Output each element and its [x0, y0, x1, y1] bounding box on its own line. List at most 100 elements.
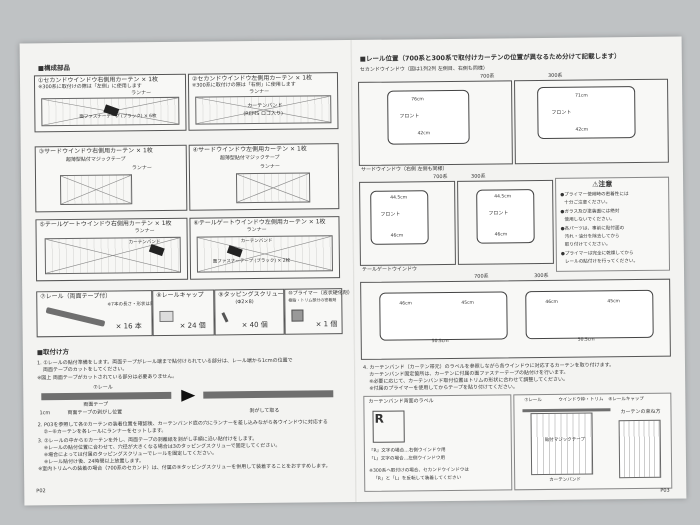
second-dim-4: 42cm	[575, 127, 589, 133]
label-line: 「L」文字の場合…左側ウインドウ用	[368, 456, 446, 462]
front-label: フロント	[399, 113, 420, 120]
second-300-drawing: 71cm 42cm フロント	[514, 78, 669, 165]
cut-label: 両面テープの剥がし位置	[67, 409, 123, 416]
install-step1: 1. ①レールの貼付準備をします。両面テープがレール端まで貼付けられている部分は…	[36, 357, 293, 367]
p7-title: ⑦レール（両面テープ付）	[40, 292, 112, 301]
components-heading: ■構成部品	[37, 63, 71, 73]
caution-title: ⚠注意	[592, 180, 613, 189]
tail-dim: 45cm	[607, 299, 620, 305]
third-dim-2: 46cm	[390, 233, 404, 239]
install-heading: ■取付け方	[36, 347, 70, 357]
second-car-300: 300系	[547, 72, 563, 79]
c2-band: カーテンバンド	[247, 102, 283, 110]
rail-before	[41, 391, 172, 401]
caution-line: ●プライマー使用時の密着性には	[560, 192, 629, 198]
bundled-curtain-icon	[618, 419, 662, 479]
label-box: カーテンバンド背面のラベル R 「R」文字の場合…右側ウインドウ用 「L」文字の…	[363, 394, 513, 492]
label-note2: 「R」と「L」を反転して装着してください	[373, 475, 462, 482]
p10-sub: 樹脂・トリム部分の密着剤	[288, 297, 337, 303]
second-dim-3: 71cm	[575, 93, 588, 99]
component-3: ③サードウインドウ右側用カーテン × 1枚 超薄型貼付マジックテープ ランナー	[34, 144, 188, 213]
caution-line: ●各パーツは、事前に貼付面の	[560, 226, 625, 232]
second-car-700: 700系	[479, 73, 495, 80]
second-dim-2: 42cm	[417, 131, 431, 137]
c3-title: ③サードウインドウ右側用カーテン × 1枚	[38, 147, 153, 156]
c6-band: カーテンバンド	[240, 238, 273, 245]
page-number-right: P03	[660, 487, 670, 494]
curtain-drawing-4	[235, 172, 311, 204]
c5-runner: ランナー	[134, 228, 155, 235]
part-screw: ⑨タッピングスクリュー (Φ2×8) × 40 個	[214, 288, 285, 336]
second-title: セカンドウインドウ（図は1列2列 左側目、右側も同様）	[359, 65, 488, 73]
front-label: フロント	[380, 211, 401, 218]
diag-window: ウインドウ枠・トリム	[558, 397, 604, 403]
label-note: ※300系へ取付けの場合、セカンドウインドウは	[369, 467, 470, 474]
c3-tape: 超薄型貼付マジックテープ	[65, 156, 126, 164]
page-number-left: P02	[36, 488, 46, 495]
tail-drawing: 46cm 45cm 50.5cm 46cm 45cm 50.5cm	[360, 278, 671, 360]
tail-dim: 45cm	[461, 300, 474, 306]
tape-label: 両面テープ	[83, 401, 109, 408]
rail-after	[203, 390, 334, 399]
c5-band: カーテンバンド	[128, 240, 161, 246]
rail-icon	[45, 307, 106, 327]
cm-label: 1cm	[39, 410, 51, 417]
install-step2b: ②~⑥カーテンを各レールにランナーをセットします。	[43, 427, 167, 436]
diag-howto: カーテンの束ね方	[620, 408, 661, 416]
tail-dim: 50.5cm	[577, 337, 595, 343]
rail-label: ⑦レール	[93, 384, 113, 391]
p10-qty: × 1 個	[315, 320, 338, 329]
caution-line: 十分ご注意ください。	[564, 200, 611, 206]
fold-line	[350, 39, 358, 502]
install-step1b: 両面テープのカットをしてください。	[42, 366, 128, 374]
instruction-sheet: ■構成部品 ①セカンドウインドウ右側用カーテン × 1枚 ※300系に取付けの際…	[19, 36, 687, 506]
c2-sub: ※300系に取付けの際は「右側」に使用します	[192, 81, 296, 89]
curtain-drawing-2	[195, 95, 332, 125]
primer-icon	[291, 309, 304, 322]
caution-line: 汚れ・油分を除去してから	[564, 234, 620, 240]
second-700-drawing: 76cm 42cm フロント	[358, 80, 513, 166]
p9-sub: (Φ2×8)	[235, 299, 254, 306]
c1-runner: ランナー	[131, 90, 152, 97]
label-line: 「R」文字の場合…右側ウインドウ用	[368, 448, 446, 454]
third-title: サードウインドウ（右側 左側も同様）	[360, 166, 448, 173]
c4-title: ④サードウインドウ左側用カーテン × 1枚	[192, 145, 307, 154]
third-dim-3: 44.5cm	[494, 194, 512, 200]
component-2: ②セカンドウインドウ左側用カーテン × 1枚 ※300系に取付けの際は「右側」に…	[187, 72, 339, 131]
part-cap: ⑧レールキャップ × 24 個	[152, 289, 215, 337]
caution-line: ●ガラス及び塗装面には絶対	[560, 209, 620, 215]
step4d: ※付属のプライマーを使用してからテープを貼り付けてください。	[369, 384, 518, 392]
rail-icon	[522, 408, 611, 413]
rail-position-heading: ■レール位置（700系と300系で取付けカーテンの位置が異なるため分けて記載しま…	[359, 52, 621, 63]
caution-line: 取り付けてください。	[564, 242, 611, 248]
window-outline	[379, 291, 508, 341]
caution-line: 使用しないでください。	[564, 217, 615, 223]
third-dim-4: 46cm	[494, 232, 508, 238]
part-rail: ⑦レール（両面テープ付） ※7本の長さ・形状は同一です × 16 本	[36, 290, 168, 338]
curtain-drawing-6	[196, 235, 334, 273]
install-step2: 2. P03を参照して各②カーテンの装着位置を確認後、カーテンバンド底の穴にラン…	[37, 419, 328, 429]
window-outline	[525, 289, 654, 340]
part-primer: ⑩プライマー（液状硬化剤） 樹脂・トリム部分の密着剤 × 1 個	[284, 288, 353, 335]
diag-rail: ⑦レール	[524, 398, 542, 404]
screw-icon	[221, 312, 229, 323]
p8-title: ⑧レールキャップ	[156, 291, 204, 300]
front-label: フロント	[551, 109, 572, 116]
third-car-700: 700系	[432, 174, 448, 181]
install-step1c: ※図上 両面テープがカットされている部分は必要ありません。	[37, 373, 178, 382]
c3-runner: ランナー	[131, 165, 152, 172]
install-step3e: ※室内トリムへの装着の場合（700系のセカンド）は、付属の⑨タッピングスクリュー…	[38, 463, 331, 473]
label-title: カーテンバンド背面のラベル	[368, 398, 434, 405]
tail-dim: 46cm	[399, 301, 412, 307]
tail-title: テールゲートウインドウ	[361, 266, 418, 273]
p9-qty: × 40 個	[241, 320, 268, 330]
label-frame	[372, 410, 405, 443]
curtain-drawing-5	[44, 236, 182, 275]
caution-box: ⚠注意 ●プライマー使用時の密着性には 十分ご注意ください。 ●ガラス及び塗装面…	[555, 176, 671, 272]
c2-runner: ランナー	[249, 88, 270, 96]
caution-line: ●プライマーは完全に乾燥してから	[560, 251, 634, 257]
p8-qty: × 24 個	[179, 321, 206, 330]
caution-line: レールの貼付けを行ってください。	[564, 259, 639, 265]
peel-label: 剥がして取る	[249, 407, 280, 415]
c1-tape: 面ファスナーテープ (ブラック) × 6枚	[79, 114, 157, 120]
